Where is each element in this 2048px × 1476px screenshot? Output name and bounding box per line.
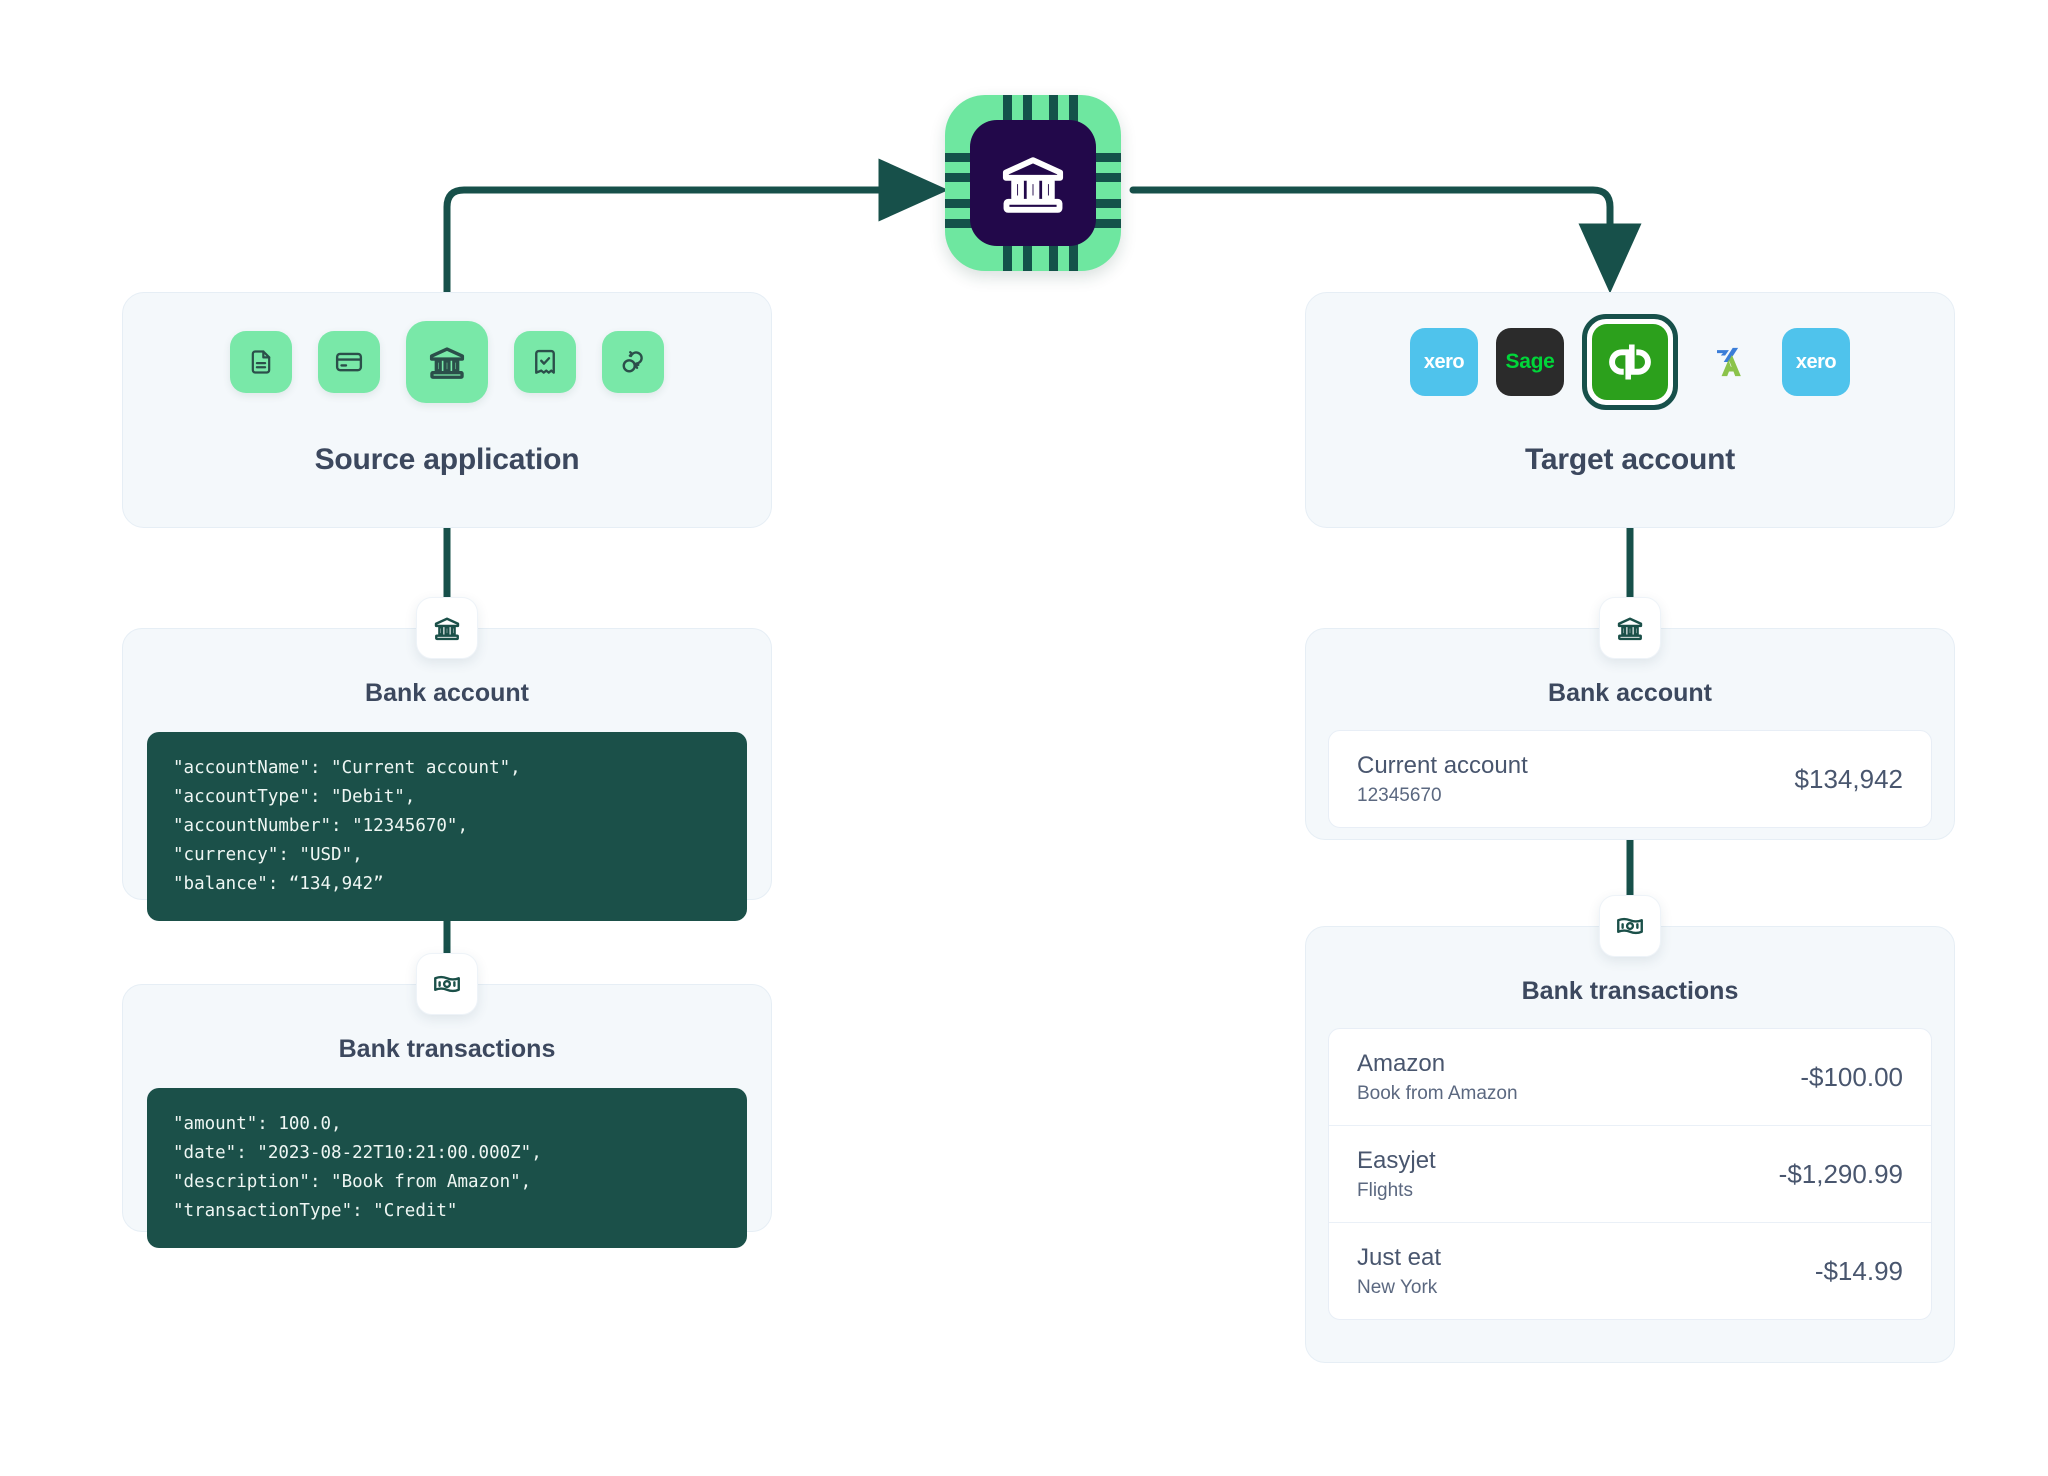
bank-icon [1002,157,1064,213]
source-bank-account-card: Bank account "accountName": "Current acc… [122,628,772,921]
account-row[interactable]: Current account 12345670 $134,942 [1329,731,1931,827]
credit-card-icon[interactable] [318,331,380,393]
transaction-description: Book from Amazon [1357,1083,1518,1104]
transaction-name: Easyjet [1357,1147,1436,1174]
transaction-row[interactable]: Easyjet Flights -$1,290.99 [1329,1125,1931,1222]
transaction-description: Flights [1357,1180,1413,1201]
source-bank-account-title: Bank account [365,679,529,707]
banknote-icon [434,975,460,993]
target-bank-account-list: Current account 12345670 $134,942 [1328,730,1932,828]
source-bank-transactions-badge [416,953,478,1015]
banknote-icon [1617,917,1643,935]
transaction-name: Just eat [1357,1244,1442,1271]
chip-core [970,120,1096,246]
xero-logo-label: xero [1795,350,1837,373]
transaction-description: New York [1357,1277,1438,1298]
target-bank-account-badge [1599,597,1661,659]
transaction-row[interactable]: Amazon Book from Amazon -$100.00 [1329,1029,1931,1125]
transaction-amount: -$100.00 [1800,1061,1903,1092]
target-transactions-list: Amazon Book from Amazon -$100.00 Easyjet… [1328,1028,1932,1320]
source-bank-transactions-code: "amount": 100.0, "date": "2023-08-22T10:… [147,1088,747,1248]
source-bank-transactions-title: Bank transactions [338,1035,556,1063]
bank-icon[interactable] [406,321,488,403]
transaction-row[interactable]: Just eat New York -$14.99 [1329,1222,1931,1319]
quickbooks-logo [1592,324,1668,400]
bank-chip-icon [945,95,1121,271]
bank-icon [1617,617,1643,641]
freeagent-mark [1717,347,1741,377]
target-bank-transactions-card: Bank transactions Amazon Book from Amazo… [1305,926,1955,1363]
target-bank-transactions-badge [1599,895,1661,957]
freeagent-logo[interactable] [1696,328,1764,396]
xero-logo[interactable]: xero [1410,328,1478,396]
source-application-panel: Source application [122,292,772,528]
receipt-check-icon[interactable] [514,331,576,393]
account-name: Current account [1357,752,1528,779]
qb-mark [1609,344,1651,380]
source-icon-row [123,307,771,417]
chip-legs [945,95,1121,271]
source-bank-account-code: "accountName": "Current account", "accou… [147,732,747,921]
quickbooks-logo-selected[interactable] [1582,314,1678,410]
page-title: Source application [314,443,580,476]
account-number: 12345670 [1357,785,1442,806]
xero-logo-label: xero [1423,350,1465,373]
target-title: Target account [1524,443,1735,476]
document-icon[interactable] [230,331,292,393]
transaction-amount: -$14.99 [1814,1255,1903,1286]
sage-logo[interactable]: Sage [1496,328,1564,396]
target-account-panel: xero Sage [1305,292,1955,528]
sync-arrows-icon[interactable] [602,331,664,393]
transaction-amount: -$1,290.99 [1778,1158,1903,1189]
source-bank-account-badge [416,597,478,659]
source-bank-transactions-card: Bank transactions "amount": 100.0, "date… [122,984,772,1248]
target-bank-account-title: Bank account [1548,679,1712,707]
transaction-name: Amazon [1357,1050,1446,1077]
target-logo-row: xero Sage [1306,307,1954,417]
target-bank-transactions-title: Bank transactions [1521,977,1739,1005]
bank-icon [434,617,460,641]
sage-logo-label: Sage [1505,350,1555,373]
account-balance: $134,942 [1794,763,1903,794]
xero-logo[interactable]: xero [1782,328,1850,396]
target-bank-account-card: Bank account Current account 12345670 $1… [1305,628,1955,840]
